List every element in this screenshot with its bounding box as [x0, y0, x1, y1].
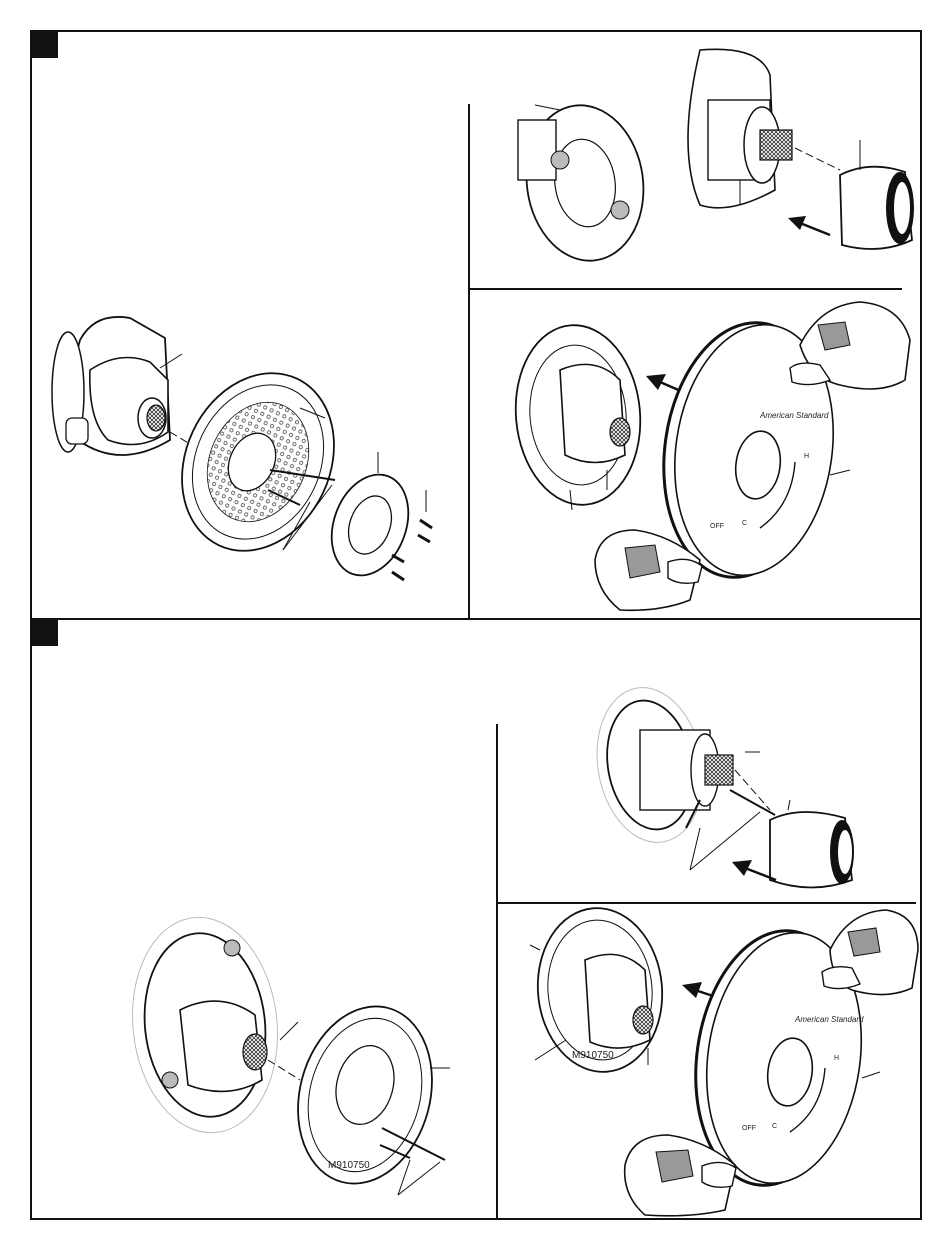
off-mark-2: OFF	[742, 1125, 756, 1132]
mounting-plate-bottom-left: M910750	[279, 991, 451, 1199]
hot-mark-1: H	[804, 453, 809, 460]
hot-mark-2: H	[834, 1055, 839, 1062]
cartridge-top-right	[688, 49, 840, 208]
adapter-plate-top-left	[318, 452, 421, 586]
plate-assembly-top-right	[517, 98, 654, 269]
cold-mark-1: C	[742, 520, 747, 527]
hand-upper-bottom-right	[822, 910, 918, 995]
plate-model-label-2: M910750	[572, 1050, 614, 1061]
mounting-plate-bottom-right: M910750	[530, 903, 669, 1077]
rotational-plate-top-right	[508, 320, 647, 510]
valve-assembly-bottom-right	[585, 679, 775, 870]
brand-logo-2: American Standard	[794, 1015, 864, 1024]
handle-cap-top-right	[840, 140, 914, 249]
cold-mark-2: C	[772, 1123, 777, 1130]
off-mark-1: OFF	[710, 523, 724, 530]
arrow-top-right	[788, 216, 830, 235]
hand-upper-top-right	[790, 302, 910, 389]
handle-cap-bottom-right	[770, 800, 854, 888]
rotational-plate-top-left	[154, 348, 362, 576]
plate-model-label-1: M910750	[328, 1160, 370, 1171]
valve-body-bottom-left	[122, 910, 300, 1140]
brand-logo-1: American Standard	[759, 411, 829, 420]
valve-body-top-left	[52, 317, 200, 455]
